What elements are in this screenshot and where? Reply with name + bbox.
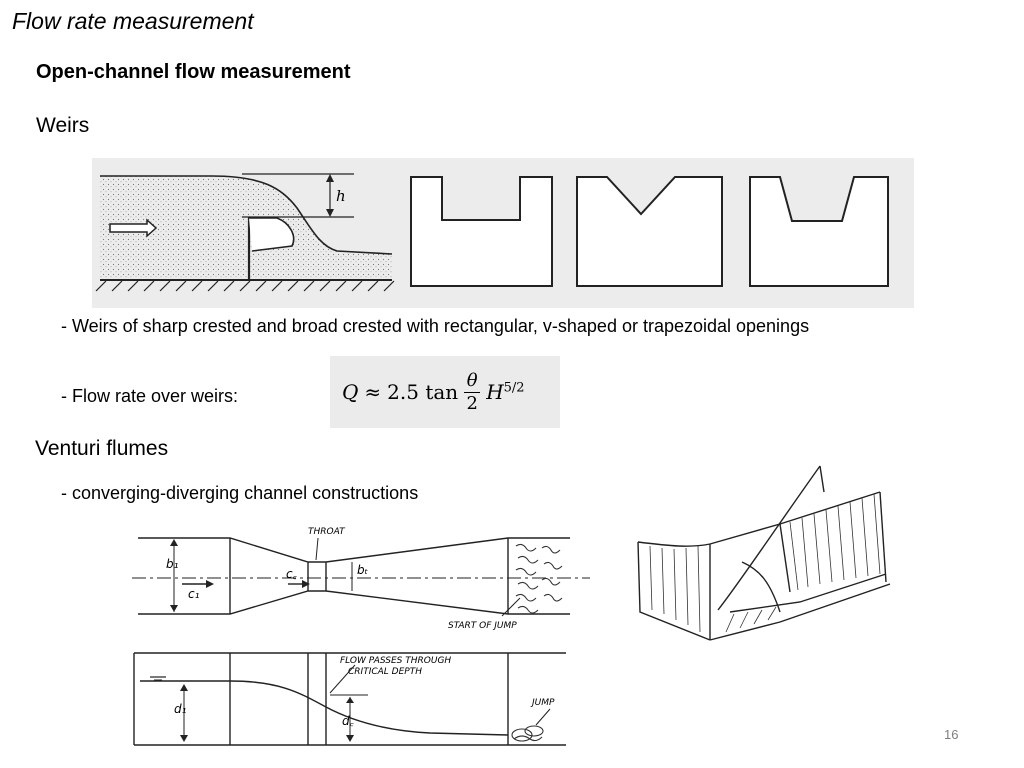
b1-label: b₁ <box>166 557 179 571</box>
section-subtitle: Open-channel flow measurement <box>36 61 351 83</box>
dc-label: d꜀ <box>342 714 355 728</box>
formula-fraction: θ 2 <box>464 369 481 415</box>
flow-passes-label-1: FLOW PASSES THROUGH <box>340 656 451 666</box>
weir-types-figure: h <box>92 158 914 308</box>
formula-frac-den: 2 <box>466 392 478 414</box>
venturi-profile-view: FLOW PASSES THROUGH CRITICAL DEPTH d₁ d꜀… <box>130 645 570 753</box>
formula-lhs: Q <box>342 380 359 404</box>
venturi-heading: Venturi flumes <box>35 437 169 460</box>
trapezoidal-weir-opening <box>749 176 889 287</box>
formula-var: H <box>486 380 504 404</box>
weir-flow-formula: Q ≈ 2.5 tan θ 2 H5/2 <box>342 362 525 422</box>
bt-label: bₜ <box>357 563 369 577</box>
v-notch-weir-opening <box>576 176 723 287</box>
throat-label: THROAT <box>308 527 346 537</box>
formula-frac-num: θ <box>466 369 478 391</box>
formula-coefficient: 2.5 tan <box>387 380 459 404</box>
c1-label: c₁ <box>188 587 200 601</box>
cc-label: c꜀ <box>286 567 298 581</box>
page-number: 16 <box>944 727 959 742</box>
rectangular-weir-opening <box>410 176 553 287</box>
weir-types-bullet: - Weirs of sharp crested and broad crest… <box>61 316 810 336</box>
formula-box <box>330 356 560 428</box>
flow-rate-bullet: - Flow rate over weirs: <box>61 386 239 406</box>
weirs-heading: Weirs <box>36 114 90 137</box>
slide-title: Flow rate measurement <box>12 8 254 34</box>
flow-passes-label-2: CRITICAL DEPTH <box>348 667 422 677</box>
flow-direction-arrow-icon <box>109 218 158 238</box>
formula-power: H5/2 <box>486 380 524 404</box>
venturi-bullet: - converging-diverging channel construct… <box>61 483 419 503</box>
venturi-flume-isometric <box>630 462 900 644</box>
jump-label: JUMP <box>530 698 555 708</box>
formula-approx: ≈ <box>364 380 382 404</box>
head-label: h <box>336 187 346 205</box>
formula-exponent: 5/2 <box>503 380 525 396</box>
venturi-plan-view: THROAT b₁ bₜ c₁ c꜀ START OF JUMP <box>130 522 592 638</box>
sharp-crested-weir-side-view: h <box>95 173 395 292</box>
start-of-jump-label: START OF JUMP <box>448 621 517 631</box>
d1-label: d₁ <box>174 702 187 716</box>
